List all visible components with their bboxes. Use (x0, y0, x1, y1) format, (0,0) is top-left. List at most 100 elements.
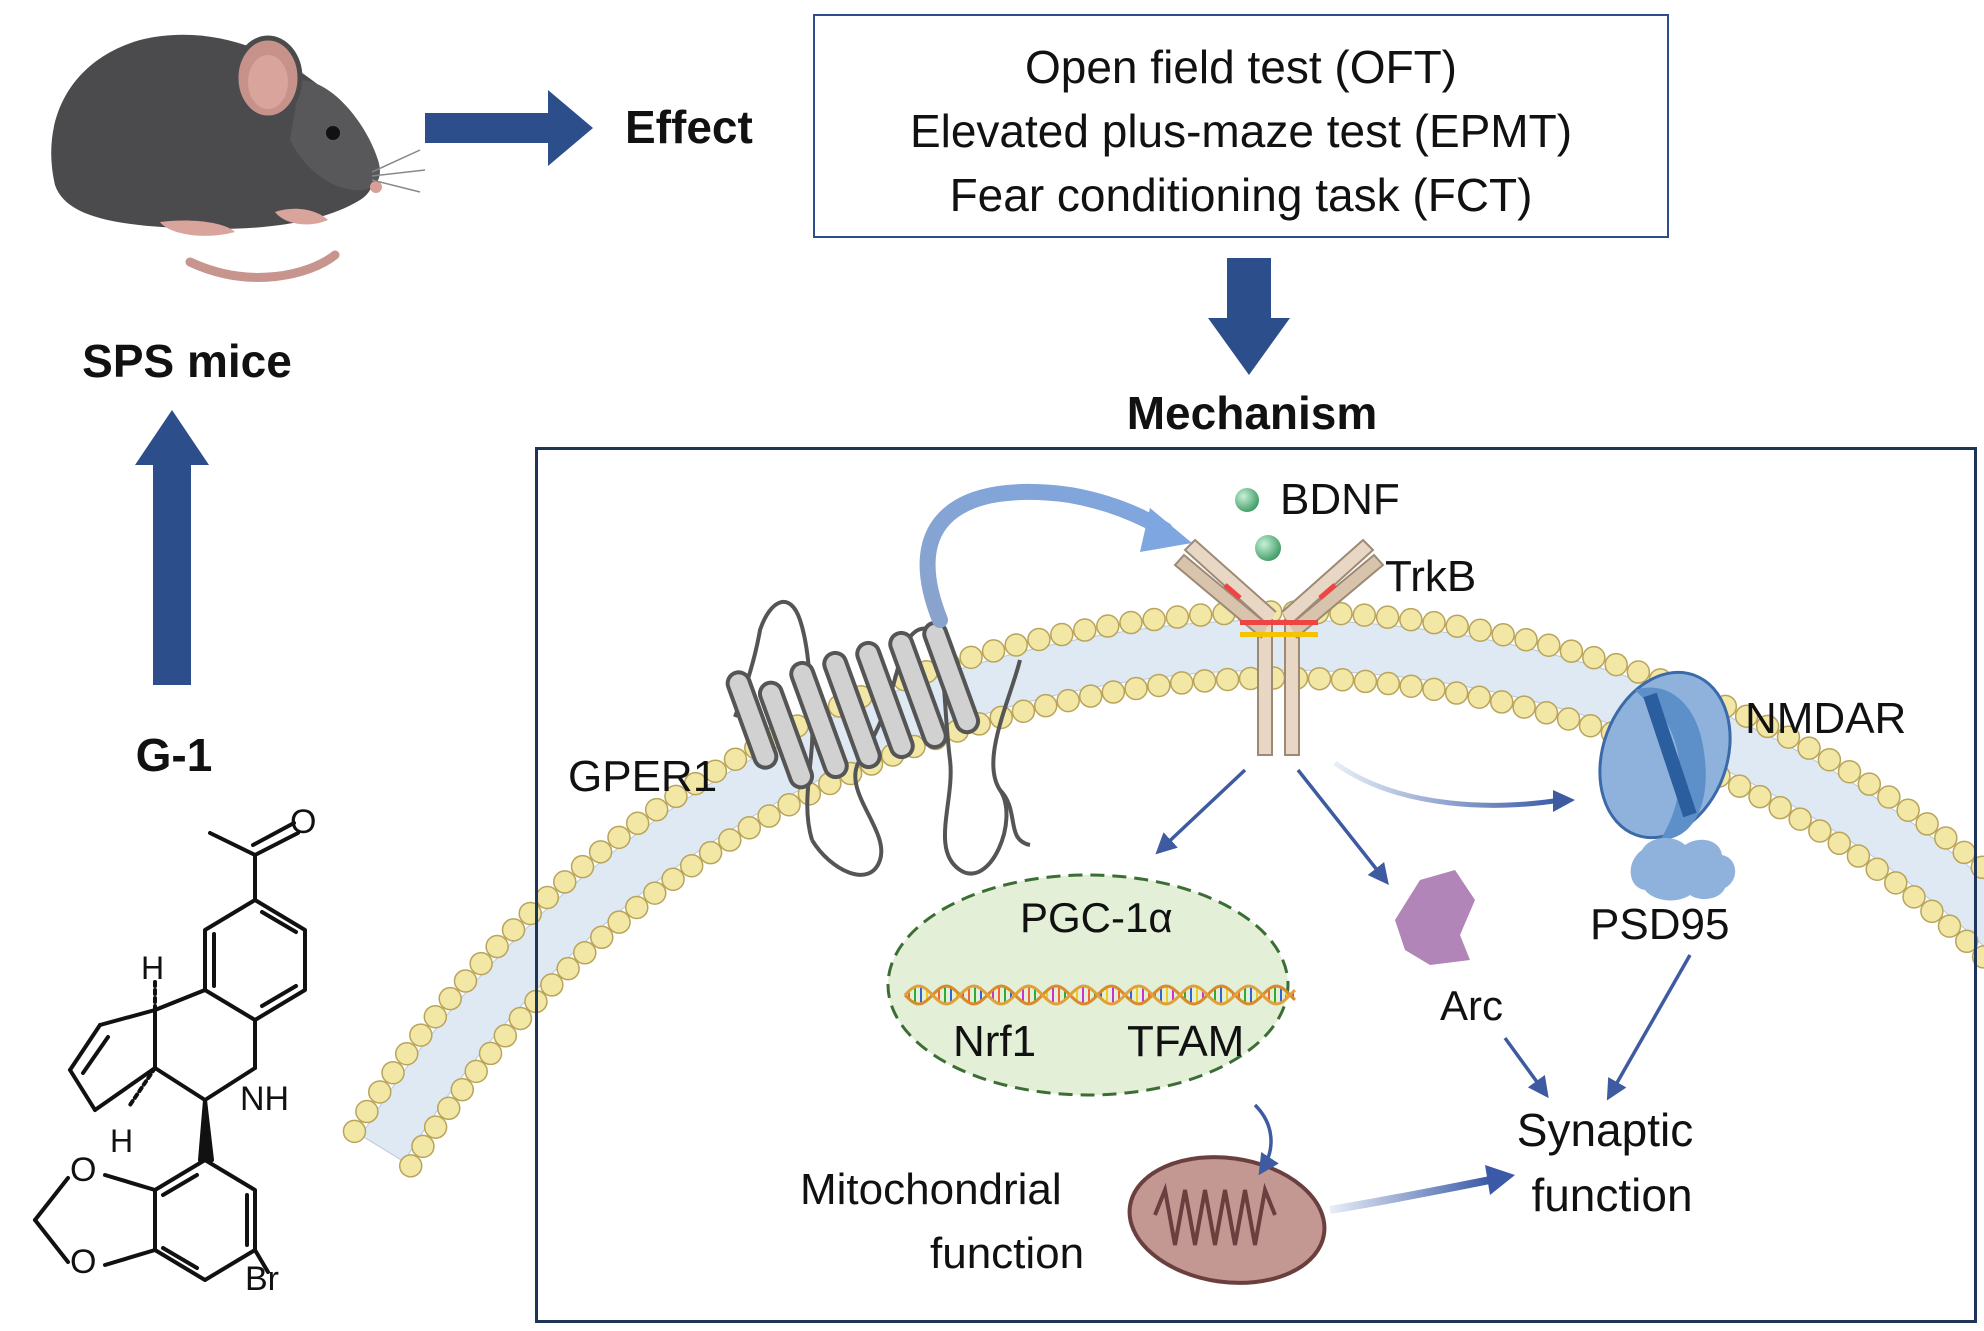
lipid-head (1215, 667, 1240, 692)
lipid-head (1896, 798, 1920, 822)
lipid-head (1329, 601, 1353, 626)
mitochondrion (1127, 1155, 1327, 1285)
lipid-head (423, 1115, 448, 1139)
lipid-head (556, 956, 580, 981)
lipid-head (1512, 695, 1536, 719)
arrow-mice-to-effect (425, 90, 593, 166)
nrf1-label: Nrf1 (953, 1017, 1037, 1066)
lipid-head (1934, 826, 1958, 850)
lipid-head (981, 639, 1006, 663)
lipid-head (1078, 684, 1103, 708)
lipid-head (1827, 831, 1852, 856)
lipid-head (381, 1060, 405, 1085)
lipid-head (643, 881, 667, 905)
lipid-head (1877, 785, 1901, 809)
arrow-mito-to-synaptic (1329, 1176, 1491, 1214)
lipid-head (625, 895, 649, 920)
lipid-head (342, 1119, 367, 1144)
lipid-head (411, 1134, 435, 1159)
g1-molecule-structure (33, 821, 307, 1282)
lipid-head (723, 747, 748, 771)
nucleus-ellipse (886, 873, 1290, 1097)
lipid-head (1445, 614, 1469, 638)
dna-helix (903, 984, 1297, 1006)
lipid-head (573, 941, 597, 965)
lipid-head (625, 811, 650, 836)
nmdar-label: NMDAR (1745, 694, 1907, 743)
lipid-head (1376, 671, 1401, 696)
lipid-head (436, 1096, 461, 1121)
lipid-head (493, 1024, 518, 1048)
lipid-head (1797, 736, 1821, 760)
arrowhead-nmdar (1553, 790, 1575, 812)
lipid-head (1169, 671, 1194, 695)
psd95-cloud (1630, 838, 1736, 901)
lipid-head (718, 828, 742, 852)
nmdar-channel (1598, 670, 1732, 840)
lipid-head (1033, 693, 1058, 718)
lipid-head (644, 797, 669, 822)
lipid-head (1147, 673, 1171, 698)
lipid-head (1578, 713, 1603, 738)
trkb-label: TrkB (1385, 552, 1477, 601)
arc-protein-shape (1395, 870, 1475, 965)
mice-label: SPS mice (82, 335, 292, 387)
lipid-head (1727, 774, 1752, 798)
lipid-head (1073, 618, 1097, 642)
atom-amine: NH (240, 1080, 290, 1118)
lipid-head (1954, 929, 1979, 954)
drug-label: G-1 (135, 729, 213, 781)
arrow-trkb-to-nmdar (1333, 760, 1561, 808)
lipid-head (478, 1041, 503, 1066)
lipid-head (570, 854, 595, 879)
lipid-head (698, 840, 723, 865)
atom-bromine: Br (245, 1260, 279, 1298)
lipid-head (1817, 747, 1842, 772)
lipid-head (1937, 914, 1962, 938)
trkb-receptor (1173, 538, 1385, 756)
effect-test-epmt: Elevated plus-maze test (EPMT) (909, 105, 1573, 157)
lipid-head (607, 910, 631, 934)
effect-tests-box: Open field test (OFT) Elevated plus-maze… (813, 14, 1669, 238)
lipid-head (450, 1077, 475, 1102)
mechanism-arrows (1155, 768, 1692, 1176)
lipid-head (409, 1023, 433, 1047)
lipid-head (1307, 666, 1332, 691)
lipid-head (661, 867, 685, 891)
arrow-g1-to-mice (135, 410, 209, 685)
lipid-head (398, 1154, 423, 1178)
lipid-head (1902, 885, 1926, 909)
lipid-head (453, 969, 478, 993)
atom-oxygen-1: O (70, 1151, 97, 1189)
lipid-head (757, 804, 781, 828)
lipid-head (1142, 607, 1166, 632)
lipid-head (1748, 784, 1772, 809)
lipid-head (1846, 844, 1871, 868)
lipid-head (1788, 807, 1812, 831)
lipid-head (1808, 819, 1832, 843)
lipid-head (1857, 772, 1882, 796)
lipid-head (1604, 652, 1628, 677)
lipid-head (1467, 685, 1491, 709)
synaptic-function-label-line2: function (1531, 1169, 1693, 1221)
arrowhead-gper1 (1140, 508, 1192, 552)
lipid-head (1582, 645, 1606, 670)
lipid-head (1422, 610, 1446, 635)
mechanism-box (535, 447, 1977, 1323)
lipid-head (1755, 714, 1780, 739)
lipid-head (1468, 618, 1492, 642)
atom-oxygen-carbonyl: O (290, 803, 317, 841)
mitochondrial-function-label-line2: function (930, 1229, 1085, 1278)
lipid-head (469, 951, 493, 976)
lipid-head (1188, 603, 1213, 627)
lipid-head (355, 1099, 379, 1124)
lipid-head (1626, 660, 1651, 684)
lipid-head (438, 986, 462, 1011)
tfam-label: TFAM (1127, 1017, 1245, 1066)
lipid-head (703, 759, 728, 783)
mouse-illustration (51, 34, 426, 282)
lipid-head (1399, 674, 1423, 698)
lipid-head (1192, 669, 1217, 693)
arrowhead-synaptic (1485, 1165, 1515, 1195)
